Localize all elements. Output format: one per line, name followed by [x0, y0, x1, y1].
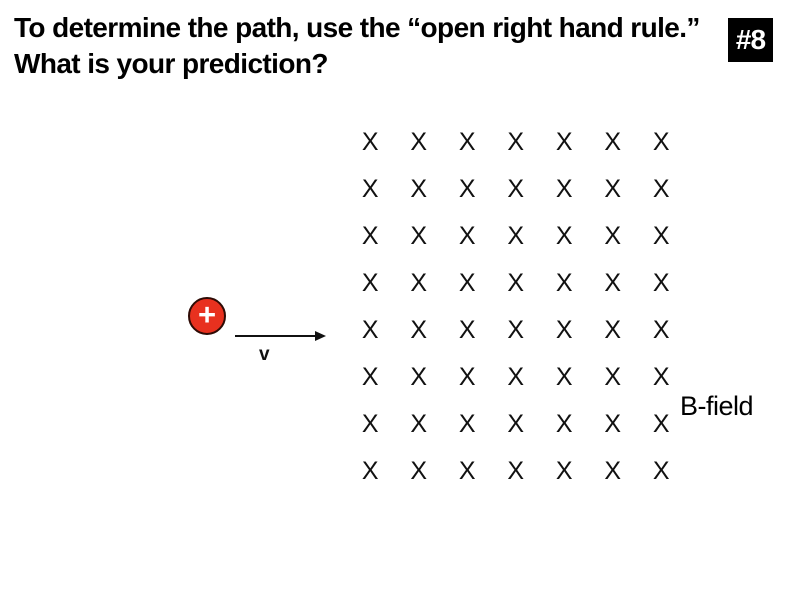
field-x-mark: X [410, 222, 428, 250]
field-x-mark: X [555, 316, 573, 344]
field-x-mark: X [604, 410, 622, 438]
field-x-mark: X [410, 410, 428, 438]
field-x-mark: X [652, 128, 670, 156]
field-x-mark: X [555, 410, 573, 438]
field-x-mark: X [361, 363, 379, 391]
field-x-mark: X [652, 222, 670, 250]
field-x-mark: X [507, 269, 525, 297]
field-x-mark: X [361, 410, 379, 438]
field-x-mark: X [604, 128, 622, 156]
field-x-mark: X [361, 457, 379, 485]
field-x-mark: X [652, 363, 670, 391]
plus-icon: + [197, 297, 217, 332]
field-x-mark: X [555, 175, 573, 203]
slide-title: To determine the path, use the “open rig… [14, 10, 714, 82]
field-x-mark: X [652, 316, 670, 344]
field-x-mark: X [361, 316, 379, 344]
field-x-mark: X [604, 269, 622, 297]
velocity-label: v [259, 344, 270, 365]
field-x-mark: X [410, 363, 428, 391]
field-x-mark: X [410, 175, 428, 203]
field-x-mark: X [458, 410, 476, 438]
field-x-mark: X [361, 175, 379, 203]
field-x-mark: X [507, 457, 525, 485]
field-x-mark: X [361, 269, 379, 297]
field-x-mark: X [555, 269, 573, 297]
field-x-mark: X [507, 175, 525, 203]
title-line-2: What is your prediction? [14, 48, 328, 79]
field-x-mark: X [507, 316, 525, 344]
field-x-mark: X [604, 316, 622, 344]
field-x-mark: X [604, 222, 622, 250]
field-x-mark: X [507, 410, 525, 438]
field-x-mark: X [458, 363, 476, 391]
slide-number-badge: #8 [728, 18, 773, 62]
field-x-mark: X [652, 175, 670, 203]
field-x-mark: X [604, 175, 622, 203]
field-x-mark: X [361, 128, 379, 156]
field-x-mark: X [555, 222, 573, 250]
field-x-mark: X [458, 222, 476, 250]
field-x-mark: X [410, 269, 428, 297]
field-x-mark: X [458, 316, 476, 344]
field-x-mark: X [604, 457, 622, 485]
field-x-mark: X [652, 457, 670, 485]
field-x-mark: X [652, 269, 670, 297]
field-x-mark: X [458, 457, 476, 485]
field-x-mark: X [410, 316, 428, 344]
field-x-mark: X [410, 128, 428, 156]
field-x-mark: X [652, 410, 670, 438]
field-x-mark: X [458, 269, 476, 297]
field-x-mark: X [555, 457, 573, 485]
b-field-label: B-field [680, 391, 754, 421]
field-x-mark: X [555, 363, 573, 391]
field-x-mark: X [458, 128, 476, 156]
positive-charge: + [188, 297, 226, 335]
field-x-mark: X [410, 457, 428, 485]
velocity-arrow-icon [235, 331, 326, 341]
field-x-mark: X [361, 222, 379, 250]
field-x-mark: X [507, 128, 525, 156]
field-x-mark: X [555, 128, 573, 156]
field-x-mark: X [458, 175, 476, 203]
field-x-mark: X [507, 222, 525, 250]
title-line-1: To determine the path, use the “open rig… [14, 12, 700, 43]
field-x-mark: X [604, 363, 622, 391]
field-x-mark: X [507, 363, 525, 391]
